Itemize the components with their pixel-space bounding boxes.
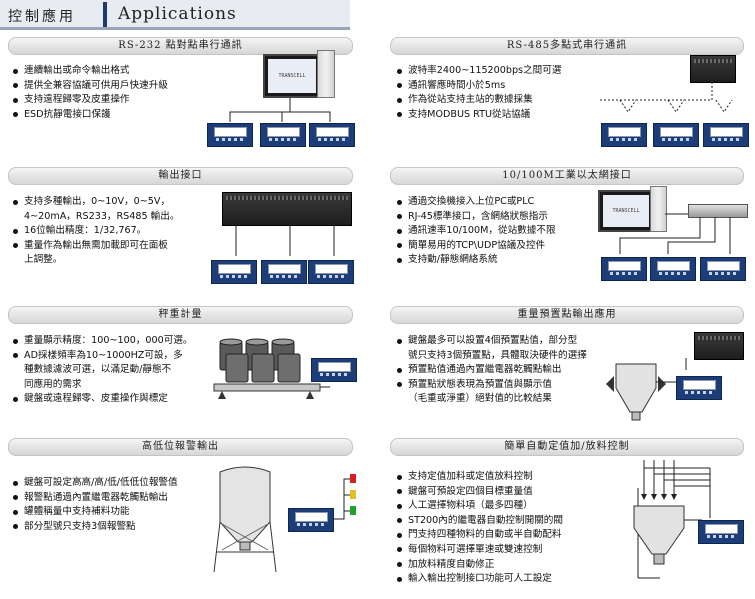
indicator-device [311,358,357,382]
list-item: 通訊速率10/100M，從站數據不限 [396,224,556,239]
list-item: 每個物料可選擇單速或雙速控制 [396,543,563,558]
section-title-alarm: 高低位報警輸出 [8,438,353,456]
list-item: 部分型號只支持3個報警點 [12,520,178,535]
list-item: 支持動/靜態網絡系統 [396,253,556,268]
indicator-device [676,376,722,400]
section-title-rs232: RS-232 點對點串行通訊 [8,37,353,55]
list-item: 預置點值通過內置繼電器乾觸點輸出 [396,363,587,378]
batch-bullet-list: 支持定值加料或定值放料控制 鍵盤可預設定四個目標重量值 人工選擇物料項（最多四種… [396,470,563,587]
list-item: 提供全兼容協議可供用戶快速升級 [12,79,168,94]
list-item: 重量作為輸出無需加載即可在面板上調整。 [12,239,179,268]
section-title-preset: 重量預置點輸出應用 [390,306,744,324]
plc-illustration [694,332,744,360]
section-title-weighing: 秤重計量 [8,306,353,324]
list-item: 罐體稱量中支持補料功能 [12,505,178,520]
list-item: 波特率2400~115200bps之間可選 [396,64,561,79]
indicator-device [698,520,744,544]
header-separator [103,2,107,27]
list-item: RJ-45標準接口，含網絡狀態指示 [396,210,556,225]
list-item: 重量顯示精度：100~100，000可選。 [12,334,193,349]
alarm-light-yellow [350,490,356,499]
pc-monitor-illustration: TRANSCELL [598,190,654,232]
preset-bullet-list: 鍵盤最多可以設置4個預置點值，部分型號只支持3個預置點，具體取決硬件的選擇 預置… [396,334,587,407]
list-item: 鍵盤可設定高高/高/低/低低位報警值 [12,476,178,491]
list-item: 支持多種輸出，0~10V，0~5V，4~20mA，RS233，RS485 輸出。 [12,195,179,224]
plc-illustration [222,192,352,226]
alarm-light-green [350,506,356,515]
header-underline [0,27,350,30]
list-item: 連續輸出或命令輸出格式 [12,64,168,79]
list-item: 支持遠程歸零及皮重操作 [12,93,168,108]
list-item: 輸入輸出控制接口功能可人工設定 [396,572,563,587]
indicator-device [260,123,306,147]
indicator-device [601,123,647,147]
section-title-output: 輸出接口 [8,167,353,185]
list-item: 通訊響應時間小於5ms [396,79,561,94]
indicator-device [308,260,354,284]
pc-monitor-illustration: TRANSCELL [263,54,321,98]
list-item: 報警點通過內置繼電器乾觸點輸出 [12,491,178,506]
plc-illustration [690,55,736,83]
indicator-device [653,123,699,147]
ethernet-bullet-list: 通過交換機接入上位PC或PLC RJ-45標準接口，含網絡狀態指示 通訊速率10… [396,195,556,268]
indicator-device [309,123,355,147]
batching-hopper-illustration [633,460,711,579]
indicator-device [601,257,647,281]
list-item: 支持定值加料或定值放料控制 [396,470,563,485]
section-title-rs485: RS-485多點式串行通訊 [390,37,744,55]
list-item: 通過交換機接入上位PC或PLC [396,195,556,210]
list-item: 預置點狀態表現為預置值與顯示值（毛重或淨重）絕對值的比較結果 [396,378,587,407]
hopper-illustration [606,358,687,421]
network-switch-illustration [688,204,748,218]
rs232-bullet-list: 連續輸出或命令輸出格式 提供全兼容協議可供用戶快速升級 支持遠程歸零及皮重操作 … [12,64,168,122]
list-item: 作為從站支持主站的數據採集 [396,93,561,108]
list-item: ESD抗靜電接口保護 [12,108,168,123]
list-item: ST200內的繼電器自動控制開關的閥 [396,514,563,529]
alarm-bullet-list: 鍵盤可設定高高/高/低/低低位報警值 報警點通過內置繼電器乾觸點輸出 罐體稱量中… [12,476,178,534]
pc-tower-illustration [317,50,335,98]
indicator-device [703,123,749,147]
section-title-batch: 簡單自動定值加/放料控制 [390,438,744,456]
list-item: 加放料精度自動修正 [396,558,563,573]
drum-scale-illustration [213,338,330,399]
list-item: AD採樣頻率為10~1000HZ可設，多種數據濾波可選，以滿足動/靜態不同應用的… [12,349,193,393]
indicator-device [288,508,334,532]
weighing-bullet-list: 重量顯示精度：100~100，000可選。 AD採樣頻率為10~1000HZ可設… [12,334,193,407]
rs485-bullet-list: 波特率2400~115200bps之間可選 通訊響應時間小於5ms 作為從站支持… [396,64,561,122]
pc-tower-illustration [650,186,667,232]
list-item: 簡單易用的TCP\UDP協議及控件 [396,239,556,254]
header-bar: 控制應用 Applications [0,2,350,29]
list-item: 16位輸出精度：1/32,767。 [12,224,179,239]
header-title-en: Applications [118,4,237,24]
indicator-device [700,257,746,281]
list-item: 支持MODBUS RTU從站協議 [396,108,561,123]
indicator-device [650,257,696,281]
indicator-device [211,260,257,284]
header-title-zh: 控制應用 [8,9,76,25]
list-item: 人工選擇物料項（最多四種） [396,499,563,514]
list-item: 鍵盤可預設定四個目標重量值 [396,485,563,500]
alarm-light-red [350,474,356,483]
output-bullet-list: 支持多種輸出，0~10V，0~5V，4~20mA，RS233，RS485 輸出。… [12,195,179,268]
list-item: 門支持四種物料的自動或半自動配料 [396,528,563,543]
list-item: 鍵盤最多可以設置4個預置點值，部分型號只支持3個預置點，具體取決硬件的選擇 [396,334,587,363]
silo-tank-illustration [213,466,277,573]
indicator-device [261,260,307,284]
page-header: 控制應用 Applications [0,0,350,30]
list-item: 鍵盤或遠程歸零、皮重操作與標定 [12,392,193,407]
section-title-ethernet: 10/100M工業以太網接口 [390,167,744,185]
indicator-device [207,123,253,147]
